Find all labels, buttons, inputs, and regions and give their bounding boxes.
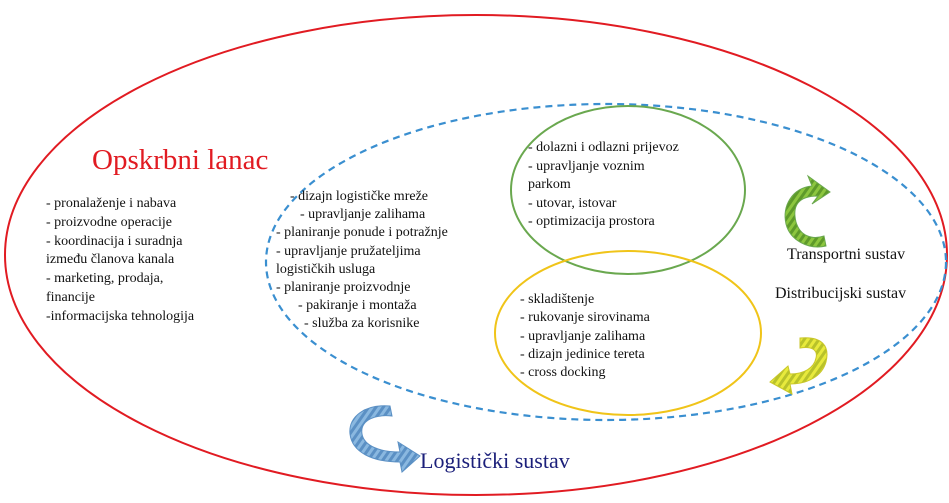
list-item: - planiranje proizvodnje [276, 280, 411, 296]
list-item: - cross docking [520, 365, 606, 381]
list-item: - optimizacija prostora [528, 214, 655, 229]
logistics-arrow-icon [349, 405, 421, 473]
distribution-title: Distribucijski sustav [775, 285, 907, 302]
list-item: - utovar, istovar [528, 195, 617, 211]
distribution-circle [494, 250, 762, 416]
supply-chain-list: - pronalaženje i nabava - proizvodne ope… [46, 195, 194, 327]
logistics-title: Logistički sustav [420, 448, 570, 473]
logistics-ellipse [264, 102, 948, 422]
list-item: - pakiranje i montaža [298, 298, 417, 314]
transport-list: - dolazni i odlazni prijevoz - upravljan… [528, 139, 679, 232]
list-item: - upravljanje zalihama [520, 328, 646, 344]
list-item: - upravljanje zalihama [300, 207, 426, 223]
transport-circle [510, 105, 746, 275]
transport-title: Transportni sustav [787, 246, 906, 263]
list-item: parkom [528, 177, 571, 192]
list-item: - proizvodne operacije [46, 214, 172, 230]
transport-arrow-icon [784, 174, 831, 248]
list-item: logističkih usluga [276, 261, 376, 277]
list-item: - dizajn jedinice tereta [520, 346, 645, 362]
list-item: - planiranje ponude i potražnje [276, 225, 448, 241]
list-item: - skladištenje [520, 292, 595, 307]
distribution-arrow-icon [769, 337, 828, 395]
supply-chain-title: Opskrbni lanac [92, 144, 269, 176]
list-item: između članova kanala [46, 252, 175, 268]
distribution-list: - skladištenje - rukovanje sirovinama - … [520, 291, 650, 382]
logistics-list: - dizajn logističke mreže - upravljanje … [276, 188, 448, 334]
list-item: - služba za korisnike [304, 316, 420, 332]
list-item: - koordinacija i suradnja [46, 233, 183, 249]
list-item: - dolazni i odlazni prijevoz [528, 140, 679, 155]
list-item: - pronalaženje i nabava [46, 196, 177, 211]
list-item: -informacijska tehnologija [46, 308, 195, 324]
list-item: - marketing, prodaja, [46, 271, 164, 287]
list-item: - dizajn logističke mreže [290, 189, 428, 204]
list-item: - upravljanje pružateljima [276, 243, 421, 259]
list-item: - upravljanje voznim [528, 158, 645, 174]
supply-chain-ellipse [4, 14, 948, 496]
list-item: financije [46, 289, 95, 305]
list-item: - rukovanje sirovinama [520, 310, 650, 326]
